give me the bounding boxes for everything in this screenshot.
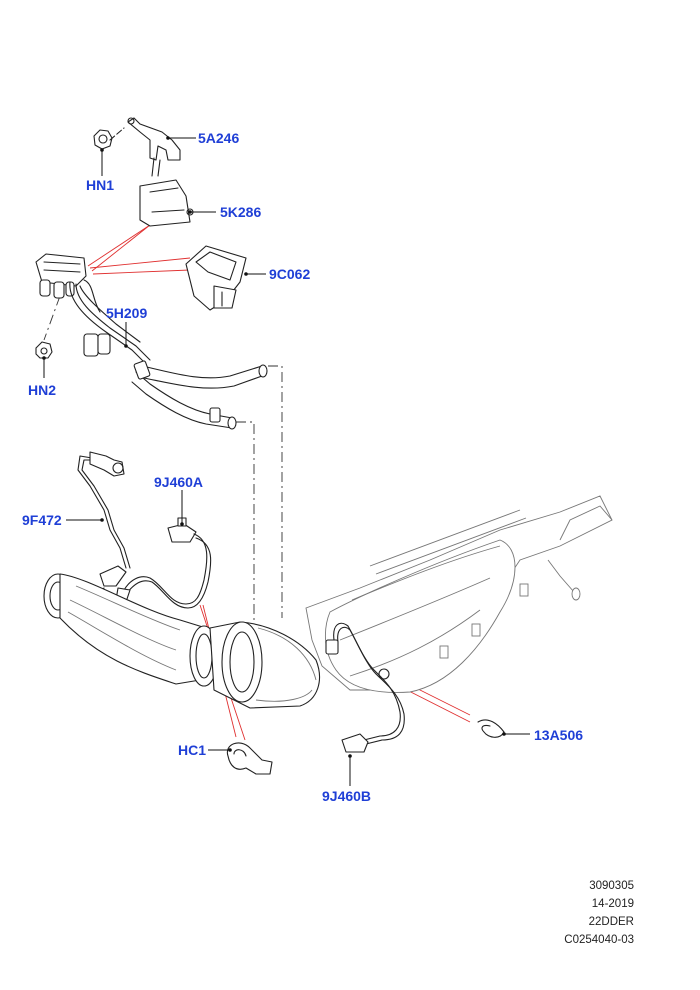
- assembly-chain-lines: [43, 295, 283, 622]
- heat-shield-5k286: [139, 179, 194, 227]
- callout-5h209: 5H209: [106, 305, 147, 321]
- clamp-hc1: [226, 742, 273, 775]
- callout-9j460a: 9J460A: [154, 474, 203, 490]
- reference-code-4: C0254040-03: [564, 934, 634, 946]
- clip-13a506: [477, 719, 505, 738]
- harness-connector-block: [35, 253, 151, 365]
- reference-code-3: 22DDER: [588, 916, 634, 928]
- callout-9f472: 9F472: [22, 512, 62, 528]
- callout-5a246: 5A246: [198, 130, 239, 146]
- hose-pipes: [131, 360, 268, 430]
- callout-hc1: HC1: [178, 742, 206, 758]
- callout-5k286: 5K286: [220, 204, 261, 220]
- sensor-9j460a: [115, 517, 212, 609]
- reference-code-2: 14-2019: [591, 898, 634, 910]
- nut-hn2: [35, 341, 53, 359]
- nut-hn1: [93, 127, 125, 150]
- callout-9j460b: 9J460B: [322, 788, 371, 804]
- callout-leader-lines: [42, 136, 530, 786]
- bracket-5a246: [127, 117, 181, 177]
- pressure-sensor-9c062: [185, 245, 247, 311]
- callout-hn1: HN1: [86, 177, 114, 193]
- callout-13a506: 13A506: [534, 727, 583, 743]
- reference-code-1: 3090305: [589, 880, 634, 892]
- sensor-9j460b: [325, 622, 405, 753]
- exhaust-rear-filter: [305, 495, 613, 693]
- callout-hn2: HN2: [28, 382, 56, 398]
- callout-9c062: 9C062: [269, 266, 310, 282]
- exhaust-front-pipe: [43, 573, 320, 709]
